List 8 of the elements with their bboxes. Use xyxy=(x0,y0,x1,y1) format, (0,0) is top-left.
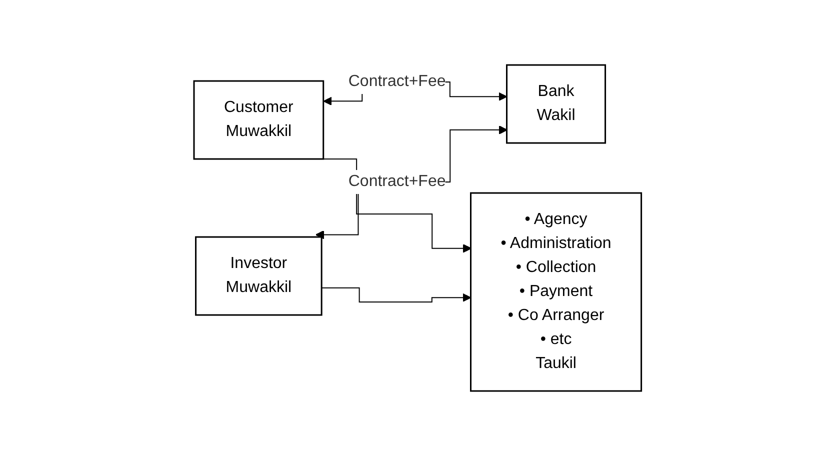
node-box: Investor Muwakkil xyxy=(194,236,322,316)
arrow xyxy=(320,286,471,302)
node-box: Customer Muwakkil xyxy=(193,80,324,160)
edge-label: Contract+Fee xyxy=(348,72,446,90)
edge-label: Contract+Fee xyxy=(348,172,446,190)
node-box: Bank Wakil xyxy=(506,64,606,144)
arrow xyxy=(315,125,508,239)
node-box: • Agency • Administration • Collection • Payment • Co Arranger • etc Taukil xyxy=(470,192,642,392)
